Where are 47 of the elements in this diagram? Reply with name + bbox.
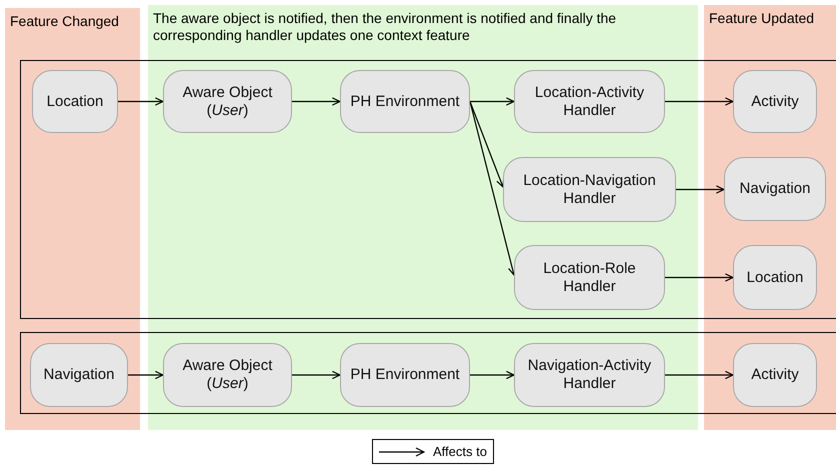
node-label: Location bbox=[746, 268, 804, 286]
process-box bbox=[503, 157, 676, 222]
process-box bbox=[32, 70, 118, 133]
node-label: PH Environment bbox=[350, 92, 460, 110]
node-label: Navigation-Activity Handler bbox=[526, 357, 652, 393]
arrow bbox=[665, 273, 734, 282]
node-label: Activity bbox=[751, 366, 799, 384]
process-box bbox=[340, 70, 470, 133]
node-label: Location bbox=[46, 92, 104, 110]
process-box bbox=[733, 70, 817, 133]
band-heading: The aware object is notified, then the environment is notified and finally the corresponding handler updates one context feature bbox=[153, 10, 618, 44]
process-box bbox=[514, 70, 665, 133]
node-label: Location-Role Handler bbox=[542, 260, 637, 296]
arrow bbox=[470, 97, 515, 106]
column-band bbox=[148, 5, 698, 430]
arrow bbox=[470, 370, 515, 380]
node-label: Aware Object (User) bbox=[182, 84, 274, 120]
process-box bbox=[340, 343, 470, 407]
node-label: Aware Object (User) bbox=[182, 357, 274, 393]
node-label: Activity bbox=[751, 92, 799, 110]
arrow bbox=[676, 185, 725, 194]
node-label: Navigation bbox=[740, 180, 810, 198]
arrow bbox=[469, 101, 516, 276]
node-label: Location-Activity Handler bbox=[534, 84, 646, 120]
column-band bbox=[704, 5, 836, 430]
process-box bbox=[163, 343, 292, 407]
process-box bbox=[724, 157, 826, 221]
arrow bbox=[118, 97, 164, 106]
process-box bbox=[514, 245, 665, 310]
arrow bbox=[128, 370, 164, 380]
arrow bbox=[292, 370, 341, 380]
arrow bbox=[469, 101, 504, 188]
process-box bbox=[30, 343, 128, 407]
node-label: Location-Navigation Handler bbox=[522, 172, 657, 208]
process-box bbox=[163, 70, 292, 133]
arrow bbox=[665, 97, 734, 106]
arrow bbox=[665, 370, 734, 380]
process-box bbox=[733, 343, 817, 407]
arrow bbox=[292, 97, 341, 106]
node-label: PH Environment bbox=[350, 366, 460, 384]
node-label: Navigation bbox=[44, 366, 114, 384]
band-heading: Feature Changed bbox=[10, 13, 120, 30]
band-heading: Feature Updated bbox=[709, 10, 816, 27]
process-box bbox=[514, 343, 665, 407]
column-band bbox=[5, 8, 140, 430]
legend-label: Affects to bbox=[433, 444, 487, 459]
process-box bbox=[733, 245, 817, 310]
